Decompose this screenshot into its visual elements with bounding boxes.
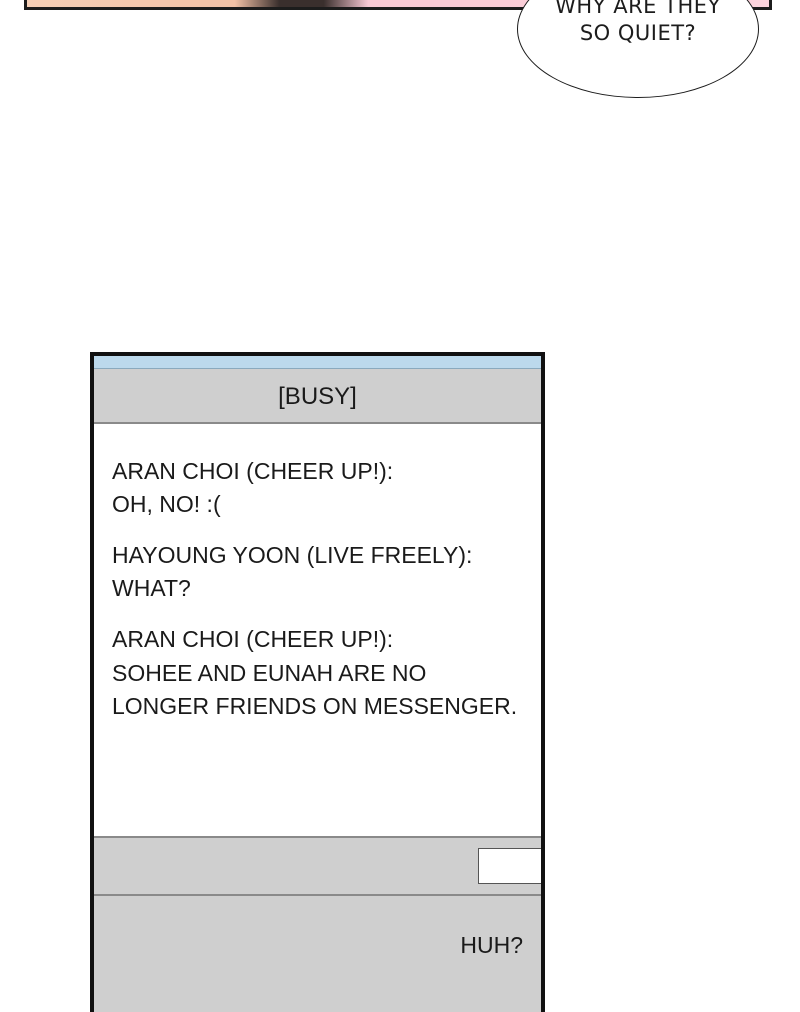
speech-bubble-line-2: SO QUIET? [579,21,697,45]
chat-message: WHAT? [112,575,191,601]
chat-message: OH, NO! :( [112,491,221,517]
chat-message: SOHEE AND EUNAH ARE NO [112,660,427,686]
chat-sender-aran-choi: ARAN CHOI (CHEER UP!): [112,458,394,484]
comic-panel-top [24,0,772,10]
send-button[interactable] [478,848,541,884]
chat-sender-hayoung-yoon: HAYOUNG YOON (LIVE FREELY): [112,542,473,568]
message-input-text: HUH? [460,932,523,958]
window-title-bar: [BUSY] [94,369,541,424]
chat-message: LONGER FRIENDS ON MESSENGER. [112,693,518,719]
chat-log[interactable]: ARAN CHOI (CHEER UP!): OH, NO! :( HAYOUN… [94,424,541,838]
speech-bubble-line-1: WHY ARE THEY [555,0,721,18]
message-input[interactable]: HUH? [94,896,541,1012]
status-label: [BUSY] [278,383,357,410]
message-toolbar [94,838,541,896]
speech-bubble: WHY ARE THEY SO QUIET? [517,0,759,98]
messenger-window: [BUSY] ARAN CHOI (CHEER UP!): OH, NO! :(… [90,352,545,1012]
chat-sender-aran-choi: ARAN CHOI (CHEER UP!): [112,626,394,652]
window-title-strip [94,356,541,369]
